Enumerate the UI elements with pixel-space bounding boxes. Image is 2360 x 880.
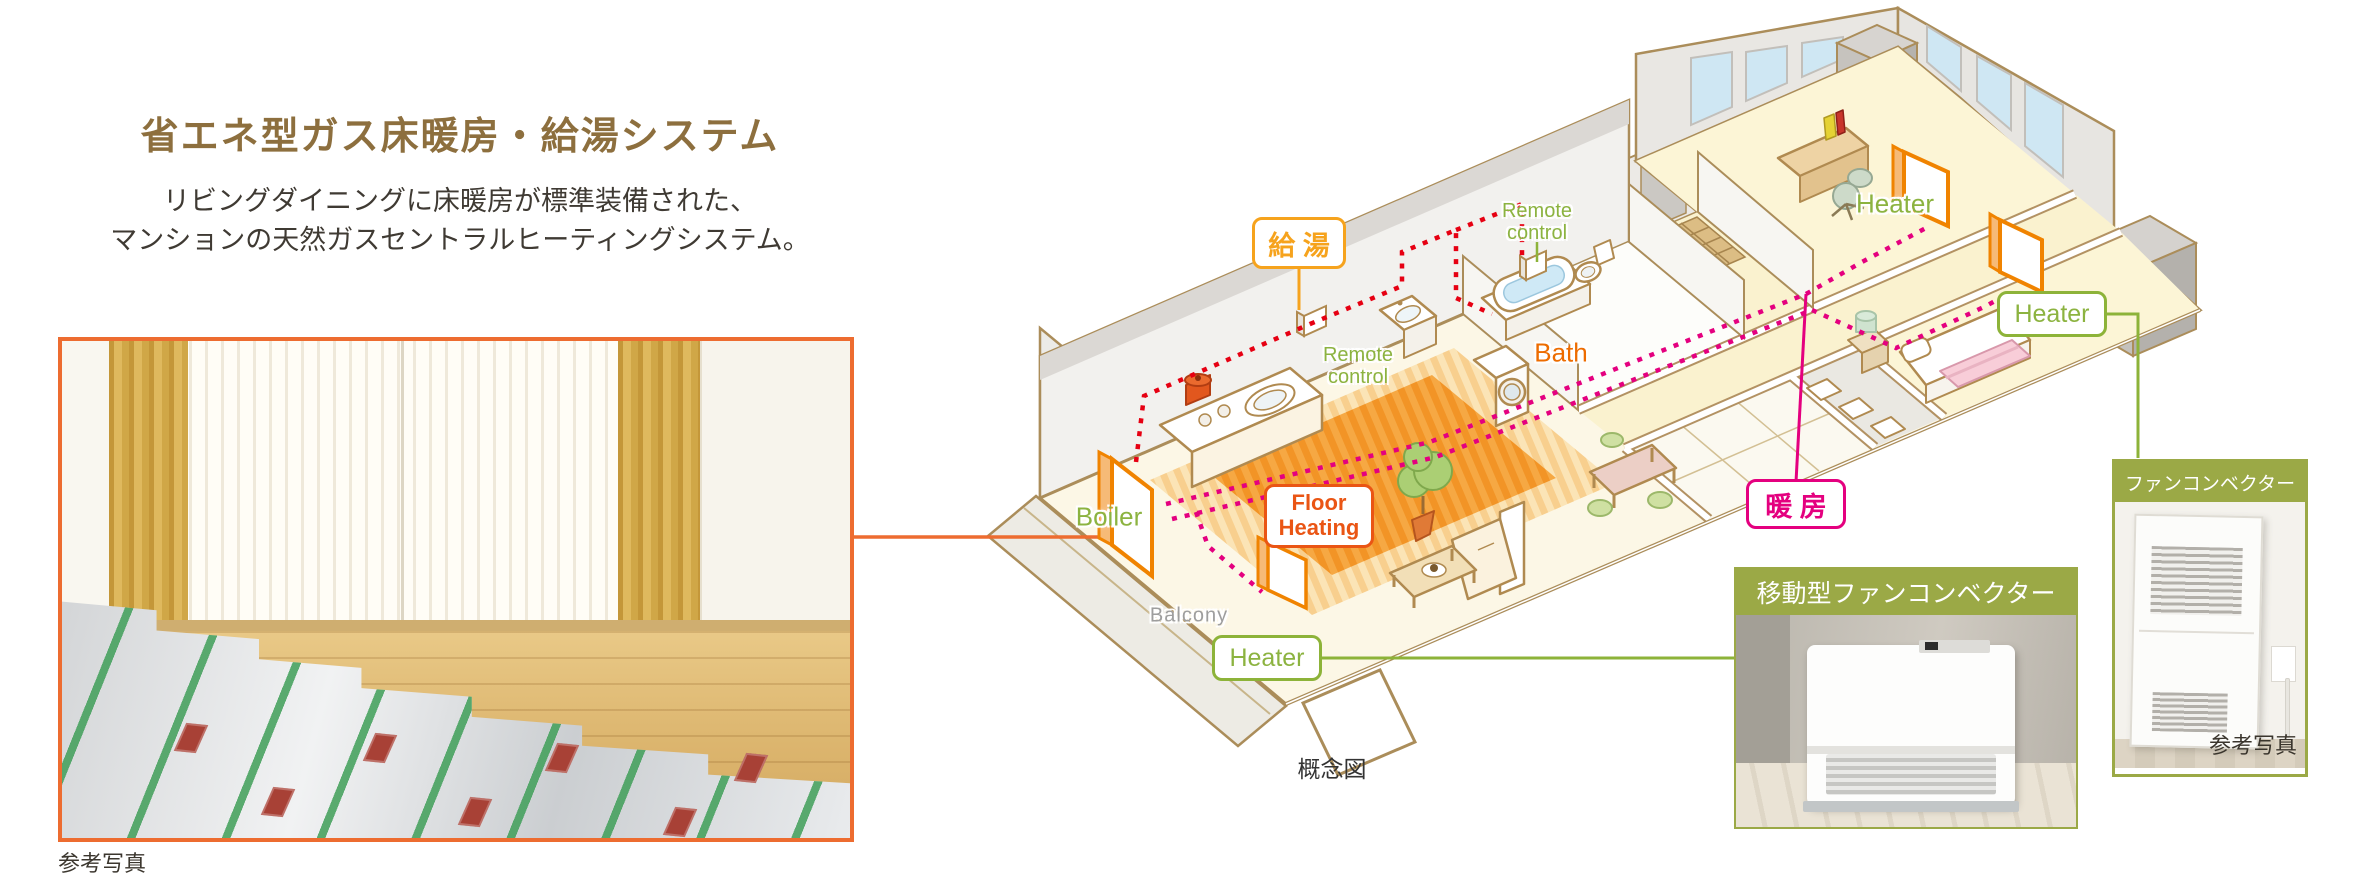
- room-floors: [1463, 47, 2200, 519]
- potted-tree: [1397, 442, 1453, 542]
- unit-base: [1803, 800, 2019, 813]
- unit-grille: [1826, 754, 1997, 795]
- photo-drape-right: [617, 341, 701, 632]
- washing-machine: [1472, 344, 1530, 428]
- photo-window-mullion: [400, 341, 404, 625]
- fan-convector-title: ファンコンベクター: [2115, 462, 2305, 502]
- remote-control-label-bath: Remote control: [1502, 200, 1572, 244]
- floor-heating-line1: Floor: [1291, 490, 1347, 516]
- remote-control-line2: control: [1327, 366, 1389, 388]
- photo-caption: 参考写真: [58, 851, 147, 876]
- portable-fan-convector-box: 移動型ファンコンベクター: [1734, 567, 2078, 829]
- photo-baseboard: [62, 620, 850, 633]
- portable-fan-convector-title: 移動型ファンコンベクター: [1736, 569, 2076, 615]
- heater-label-bedroom-top: Heater: [1855, 188, 1935, 219]
- floor-heating-line2: Heating: [1278, 515, 1360, 540]
- page-title: 省エネ型ガス床暖房・給湯システム: [140, 116, 780, 158]
- photo-drape-left: [109, 341, 189, 632]
- header: 省エネ型ガス床暖房・給湯システム リビングダイニングに床暖房が標準装備された、 …: [40, 105, 880, 260]
- heater-label-living: Heater: [1212, 635, 1322, 681]
- low-table-cushions: [1587, 432, 1678, 517]
- remote-control-label-kitchen: Remote control: [1323, 344, 1393, 388]
- closet-futons: [1806, 378, 1906, 439]
- coffee-table: [1388, 544, 1478, 608]
- photo-window-sheer-curtain: [109, 341, 693, 625]
- kitchen-counter: [1158, 366, 1324, 489]
- remote-control-line2: control: [1506, 222, 1568, 244]
- balcony-label: Balcony: [1149, 604, 1229, 627]
- unit-divider: [2139, 630, 2255, 635]
- fan-convector-caption: 参考写真: [2208, 733, 2297, 758]
- bath-label: Bath: [1534, 337, 1588, 368]
- fan-convector-photo: 参考写真: [2115, 502, 2305, 768]
- remote-control-panel-bath: [1519, 249, 1547, 282]
- boiler-label: Boiler: [1075, 501, 1143, 532]
- portable-fan-convector-unit: [1803, 639, 2019, 813]
- page-description: リビングダイニングに床暖房が標準装備された、 マンションの天然ガスセントラルヒー…: [40, 182, 880, 260]
- remote-control-line1: Remote: [1322, 344, 1394, 366]
- unit-grille-bottom: [2152, 692, 2229, 733]
- sofa: [1450, 500, 1526, 601]
- portable-fan-convector-photo: [1736, 615, 2076, 827]
- photo-wall-right: [700, 341, 850, 632]
- bedroom-right-heater-unit: [1988, 211, 2044, 296]
- fan-convector-unit: [2129, 513, 2264, 750]
- nightstand-lamp: [1847, 310, 1889, 374]
- hot-water-label: 給 湯: [1252, 217, 1346, 269]
- bathtub: [1480, 255, 1592, 341]
- fan-convector-box: ファンコンベクター 参考写真: [2112, 459, 2308, 777]
- floor-heating-label: Floor Heating: [1264, 484, 1374, 548]
- diagram-caption: 概念図: [1297, 757, 1367, 782]
- unit-trim: [1807, 746, 2015, 755]
- desk: [1776, 109, 1870, 203]
- heater-label-bedroom-right: Heater: [1997, 291, 2107, 337]
- description-line-1: リビングダイニングに床暖房が標準装備された、: [163, 186, 757, 216]
- floor-heating-zone: [1150, 348, 1616, 615]
- photo-wall-column: [1736, 615, 1791, 781]
- remote-control-line1: Remote: [1501, 200, 1573, 222]
- power-cord: [2284, 677, 2290, 739]
- toilet: [1574, 239, 1615, 283]
- description-line-2: マンションの天然ガスセントラルヒーティングシステム。: [110, 225, 810, 256]
- entrance-tiles: [1635, 216, 1747, 284]
- right-wall-pillar: [2084, 214, 2199, 358]
- wall-outlet: [2270, 645, 2296, 683]
- floor-heating-photo: [58, 337, 854, 842]
- remote-control-panel-kitchen: [1296, 304, 1327, 338]
- unit-grille-top: [2150, 546, 2243, 617]
- heating-label: 暖 房: [1746, 479, 1846, 529]
- unit-control-panel: [1919, 639, 1990, 653]
- top-wall-pillar: [1834, 23, 1920, 98]
